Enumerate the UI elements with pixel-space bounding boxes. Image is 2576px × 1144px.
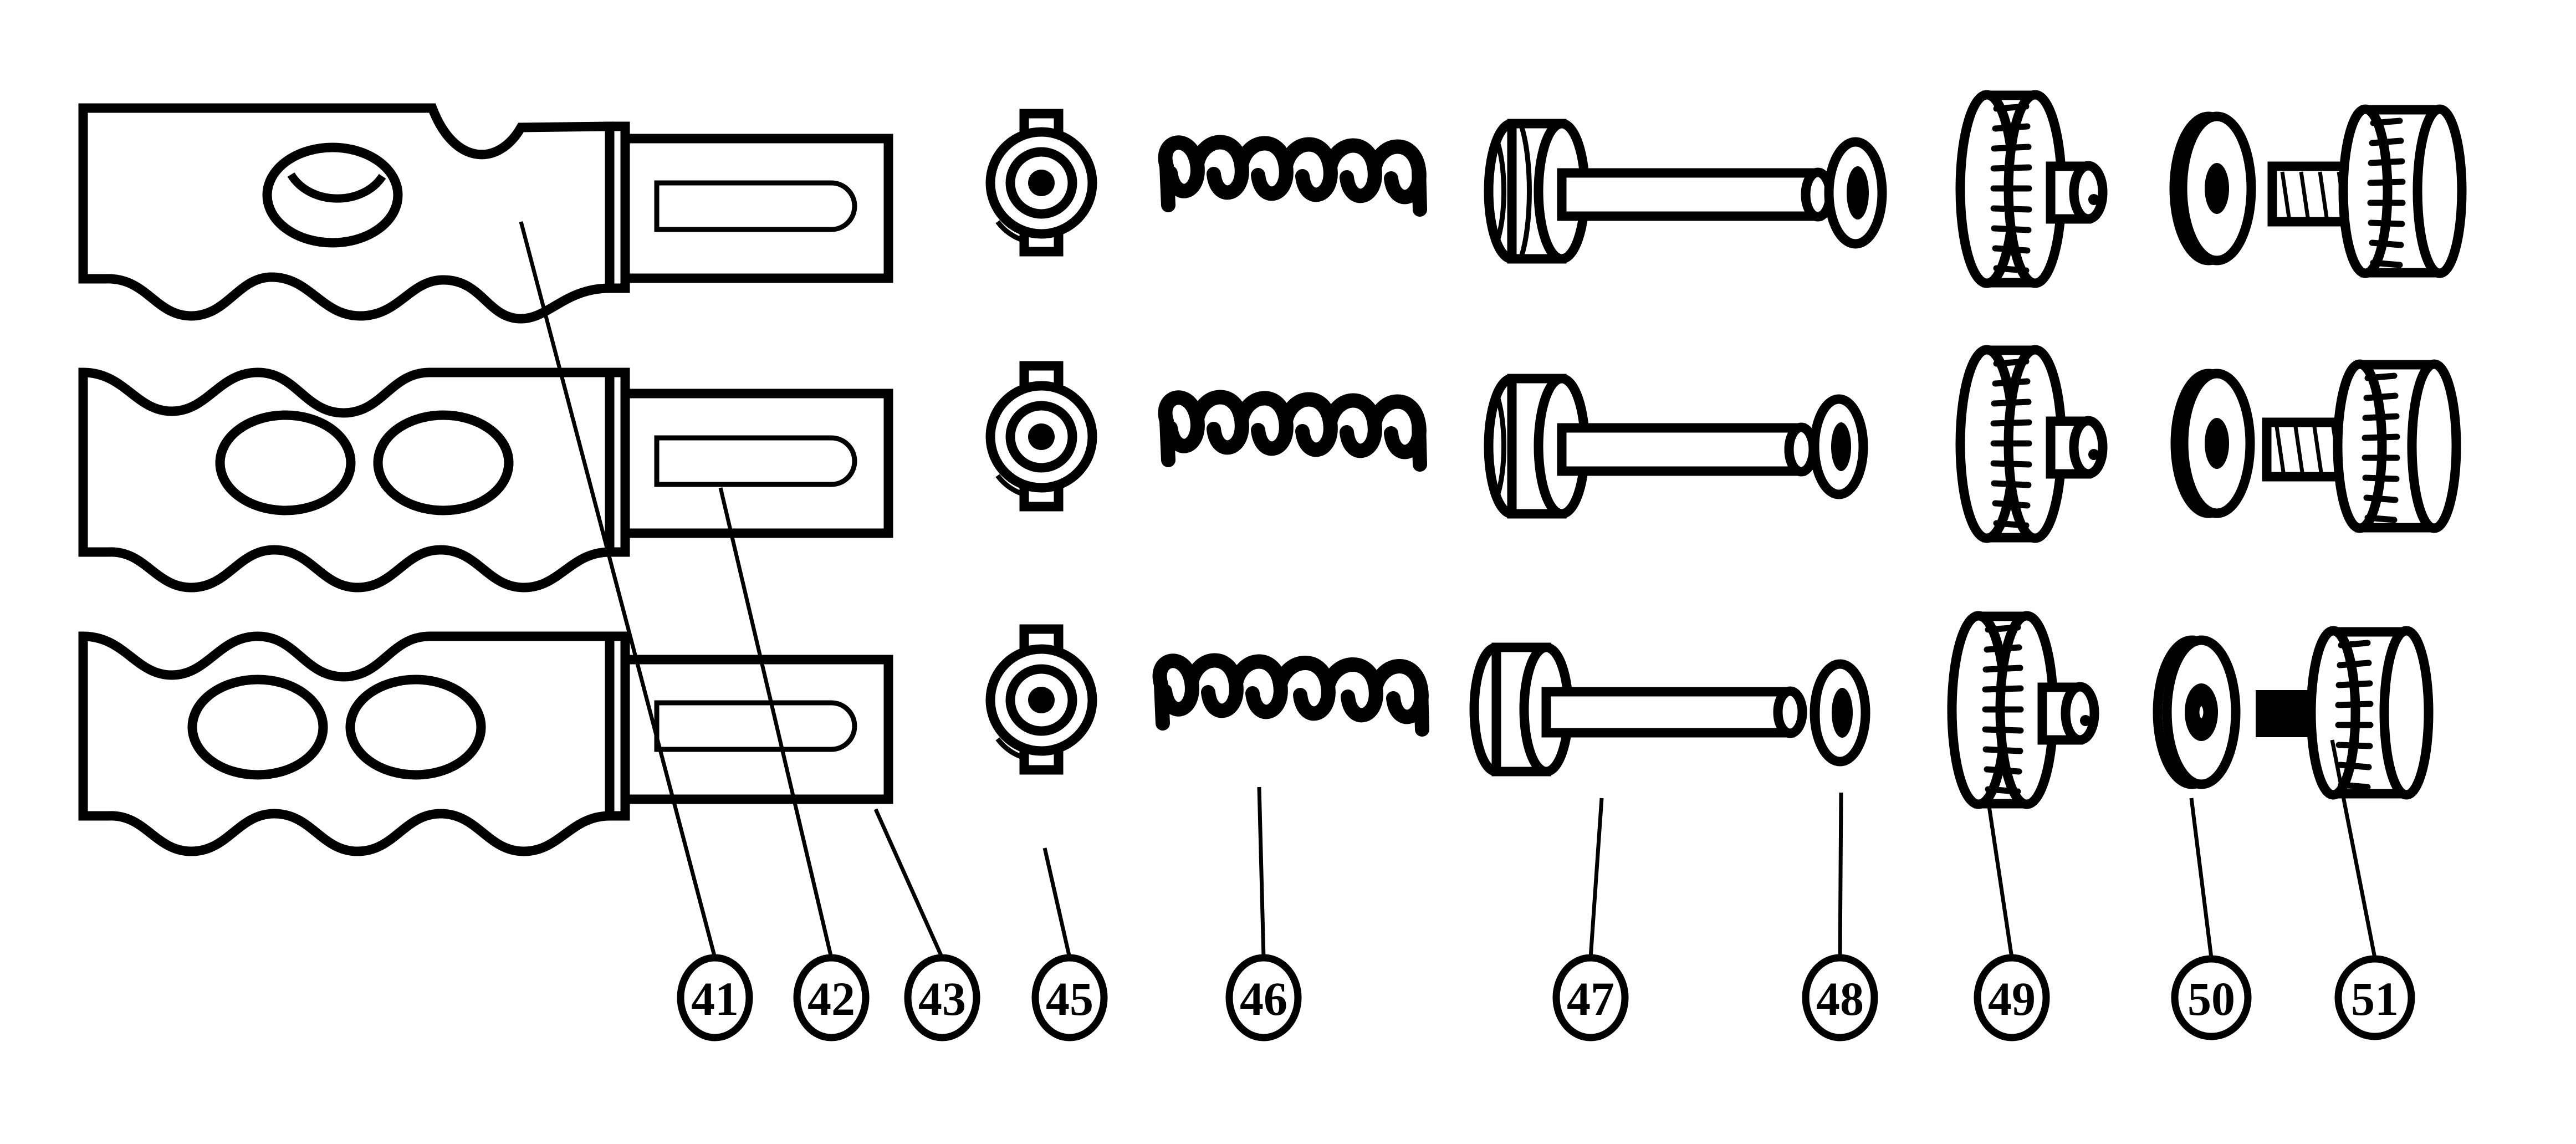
leader-45 bbox=[1042, 847, 1072, 958]
callout-45-ring bbox=[1031, 954, 1108, 1041]
callout-49-ring bbox=[1974, 954, 2050, 1041]
callout-47[interactable]: 47 bbox=[1552, 954, 1629, 1041]
callout-45-label: 45 bbox=[1046, 972, 1093, 1025]
callout-50[interactable]: 50 bbox=[2171, 955, 2252, 1040]
coil-spring-middle bbox=[1158, 390, 1427, 472]
callout-group: 41 42 43 45 46 47 48 49 bbox=[677, 954, 2415, 1041]
knurled-knob-middle bbox=[1955, 345, 2108, 543]
tab-washer-bottom bbox=[985, 624, 1097, 775]
callout-45[interactable]: 45 bbox=[1031, 954, 1108, 1041]
callout-49[interactable]: 49 bbox=[1974, 954, 2050, 1041]
callout-51[interactable]: 51 bbox=[2334, 955, 2415, 1040]
tab-washer-middle bbox=[985, 361, 1097, 512]
callout-46-label: 46 bbox=[1240, 972, 1287, 1025]
flat-washer-small-bottom bbox=[1810, 659, 1870, 767]
callout-41-ring bbox=[677, 954, 753, 1041]
thumbscrew-top bbox=[2267, 104, 2467, 278]
barrel-body-top bbox=[78, 103, 893, 324]
leader-48 bbox=[1838, 792, 1843, 958]
leader-51 bbox=[2330, 739, 2377, 958]
leader-41 bbox=[519, 221, 717, 958]
callout-47-label: 47 bbox=[1567, 972, 1614, 1025]
barrel-body-middle bbox=[78, 367, 893, 593]
callout-48[interactable]: 48 bbox=[1802, 954, 1878, 1041]
shoulder-pin-middle bbox=[1484, 374, 1818, 519]
leader-47 bbox=[1588, 798, 1604, 958]
callout-46-ring bbox=[1225, 954, 1302, 1041]
callout-51-ring bbox=[2334, 955, 2415, 1040]
shoulder-pin-top bbox=[1484, 119, 1835, 264]
tab-washer-top bbox=[985, 109, 1097, 257]
callout-42[interactable]: 42 bbox=[793, 954, 870, 1041]
callout-43[interactable]: 43 bbox=[904, 954, 980, 1041]
coil-spring-top bbox=[1158, 135, 1427, 217]
flat-washer-large-middle bbox=[2170, 369, 2255, 518]
coil-spring-bottom bbox=[1152, 653, 1429, 737]
callout-48-ring bbox=[1802, 954, 1878, 1041]
thumbscrew-middle bbox=[2262, 359, 2461, 533]
callout-50-label: 50 bbox=[2187, 972, 2235, 1025]
shoulder-pin-bottom bbox=[1469, 642, 1807, 777]
callout-46[interactable]: 46 bbox=[1225, 954, 1302, 1041]
callout-49-label: 49 bbox=[1988, 972, 2036, 1025]
leader-50 bbox=[2189, 798, 2214, 958]
knurled-knob-top bbox=[1955, 90, 2108, 288]
leader-43 bbox=[873, 808, 944, 959]
callout-47-ring bbox=[1552, 954, 1629, 1041]
callout-42-ring bbox=[793, 954, 870, 1041]
callout-50-ring bbox=[2171, 955, 2252, 1040]
flat-washer-large-bottom bbox=[2153, 635, 2241, 789]
flat-washer-small-middle bbox=[1810, 394, 1868, 499]
barrel-body-bottom bbox=[78, 631, 893, 856]
leader-lines bbox=[519, 221, 2377, 959]
callout-48-label: 48 bbox=[1816, 972, 1864, 1025]
leader-49 bbox=[1986, 802, 2014, 958]
leader-46 bbox=[1257, 786, 1266, 958]
callout-51-label: 51 bbox=[2351, 972, 2399, 1025]
leader-42 bbox=[718, 487, 834, 958]
knurled-knob-bottom bbox=[1947, 611, 2099, 809]
thumbscrew-bottom bbox=[2256, 626, 2434, 800]
flat-washer-small-top bbox=[1824, 137, 1887, 249]
callout-43-ring bbox=[904, 954, 980, 1041]
flat-washer-large-top bbox=[2169, 111, 2256, 265]
callout-41-label: 41 bbox=[691, 972, 739, 1025]
callout-41[interactable]: 41 bbox=[677, 954, 753, 1041]
callout-42-label: 42 bbox=[807, 972, 855, 1025]
callout-43-label: 43 bbox=[918, 972, 966, 1025]
